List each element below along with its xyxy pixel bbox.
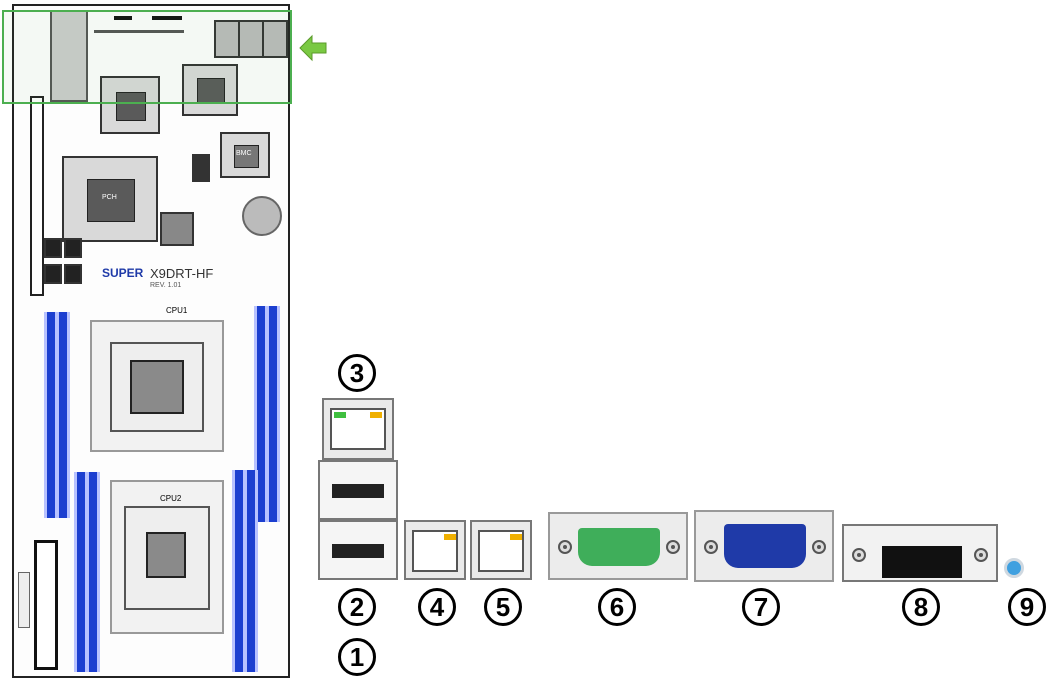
- cpu1-socket: [90, 320, 224, 452]
- callout-5: 5: [484, 588, 522, 626]
- board-revision: REV. 1.01: [150, 282, 181, 289]
- dimm-slot: [86, 472, 100, 672]
- power-connector: [34, 540, 58, 670]
- lan-activity-led: [444, 534, 456, 540]
- bmc-chip: BMC: [220, 132, 270, 178]
- motherboard-diagram: PCH BMC SUPER X9DRT-HF REV. 1.01 CPU1 CP…: [12, 4, 290, 678]
- cpu1-label: CPU1: [166, 306, 187, 315]
- battery-icon: [242, 196, 282, 236]
- bios-chip: [160, 212, 194, 246]
- callout-2: 2: [338, 588, 376, 626]
- sata-port: [64, 264, 82, 284]
- cpu2-label: CPU2: [160, 494, 181, 503]
- callout-1: 1: [338, 638, 376, 676]
- callout-8: 8: [902, 588, 940, 626]
- com-connector-body: [578, 528, 660, 566]
- cpu2-socket: [110, 480, 224, 634]
- lan-link-led: [334, 412, 346, 418]
- bmc-label: BMC: [236, 150, 252, 157]
- com-port: [548, 512, 688, 580]
- sata-port: [44, 238, 62, 258]
- pch-chip: PCH: [62, 156, 158, 242]
- pch-label: PCH: [102, 194, 117, 201]
- lan-port-2: [470, 520, 532, 580]
- lan-activity-led: [370, 412, 382, 418]
- lan-activity-led: [510, 534, 522, 540]
- arrow-left-icon: [298, 32, 328, 64]
- usb-port-upper: [318, 460, 398, 520]
- expansion-connector: [842, 524, 998, 582]
- callout-4: 4: [418, 588, 456, 626]
- uid-led-icon: [1004, 558, 1024, 578]
- vga-port: [694, 510, 834, 582]
- callout-6: 6: [598, 588, 636, 626]
- capacitor: [192, 154, 210, 182]
- sata-port: [64, 238, 82, 258]
- model-name: X9DRT-HF: [150, 266, 213, 281]
- brand-text: SUPER: [102, 266, 143, 280]
- pcie-slot: [30, 96, 44, 296]
- connector-pins: [882, 546, 962, 578]
- dimm-slot: [56, 312, 70, 518]
- usb-port-lower: [318, 520, 398, 580]
- ipmi-lan-port: [322, 398, 394, 460]
- dimm-slot: [266, 306, 280, 522]
- dimm-slot: [244, 470, 258, 672]
- callout-9: 9: [1008, 588, 1046, 626]
- sata-port: [44, 264, 62, 284]
- callout-3: 3: [338, 354, 376, 392]
- vga-connector-body: [724, 524, 806, 568]
- lan-port-1: [404, 520, 466, 580]
- io-area-highlight: [2, 10, 292, 104]
- callout-7: 7: [742, 588, 780, 626]
- jumper-block: [18, 572, 30, 628]
- brand-logo: SUPER: [102, 266, 143, 280]
